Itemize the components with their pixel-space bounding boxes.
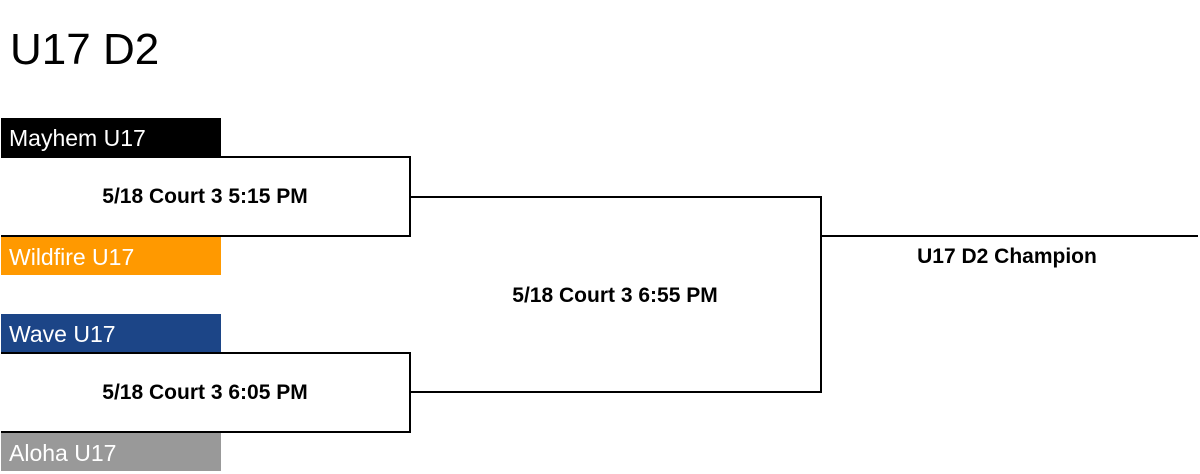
- bracket-line-bottom-semi-vertical: [409, 352, 411, 433]
- bracket-line-final-upper: [409, 196, 821, 198]
- team-slot-mayhem: Mayhem U17: [1, 118, 221, 156]
- team-slot-wave: Wave U17: [1, 314, 221, 352]
- bracket-line-top-semi-upper: [1, 156, 410, 158]
- bracket-line-final-lower: [409, 391, 821, 393]
- team-name: Mayhem U17: [9, 125, 146, 151]
- team-name: Wildfire U17: [9, 244, 135, 270]
- bracket-line-champion: [820, 235, 1198, 237]
- team-name: Wave U17: [9, 321, 116, 347]
- bracket-line-bottom-semi-lower: [1, 431, 410, 433]
- team-slot-wildfire: Wildfire U17: [1, 237, 221, 275]
- bracket-line-bottom-semi-upper: [1, 352, 410, 354]
- bracket-line-final-vertical: [820, 196, 822, 393]
- game-label-bottom-semi: 5/18 Court 3 6:05 PM: [102, 381, 308, 404]
- champion-label: U17 D2 Champion: [917, 245, 1097, 268]
- bracket-line-top-semi-lower: [1, 235, 410, 237]
- team-slot-aloha: Aloha U17: [1, 433, 221, 471]
- game-label-final: 5/18 Court 3 6:55 PM: [512, 284, 718, 307]
- team-name: Aloha U17: [9, 440, 117, 466]
- game-label-top-semi: 5/18 Court 3 5:15 PM: [102, 185, 308, 208]
- bracket-title: U17 D2: [10, 25, 160, 74]
